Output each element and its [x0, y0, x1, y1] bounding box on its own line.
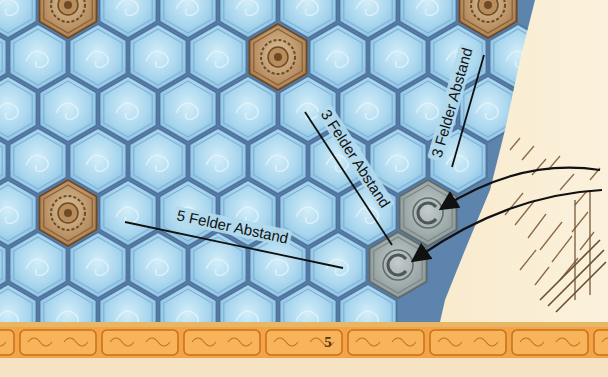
grey-hex — [399, 180, 456, 246]
bar-segment — [430, 330, 506, 355]
water-hex — [189, 24, 246, 90]
water-hex — [309, 232, 366, 298]
bar-segment — [266, 330, 342, 355]
water-hex — [99, 180, 156, 246]
bottom-edge — [0, 358, 608, 377]
bar-number: 5 — [321, 334, 335, 351]
bar-segment — [184, 330, 260, 355]
stone-hex — [39, 180, 96, 246]
bar-segment — [348, 330, 424, 355]
stone-hex — [249, 24, 306, 90]
bar-segment — [20, 330, 96, 355]
water-hex — [159, 76, 216, 142]
water-hex — [249, 128, 306, 194]
bar-segment — [594, 330, 608, 355]
water-hex — [9, 24, 66, 90]
water-hex — [189, 128, 246, 194]
water-hex — [9, 128, 66, 194]
ship-sketch — [505, 138, 606, 312]
water-hex — [129, 24, 186, 90]
water-hex — [39, 76, 96, 142]
water-hex — [309, 24, 366, 90]
bar-ornaments — [0, 330, 608, 355]
water-hex — [129, 232, 186, 298]
bar-segment — [512, 330, 588, 355]
water-hex — [129, 128, 186, 194]
water-hex — [69, 24, 126, 90]
bar-segment — [102, 330, 178, 355]
distance-lines — [125, 55, 484, 268]
water-hex — [69, 128, 126, 194]
water-hex — [69, 232, 126, 298]
pointer-arrows — [414, 168, 602, 260]
water-hex — [99, 76, 156, 142]
water-hex — [369, 24, 426, 90]
border-bar — [0, 322, 608, 362]
water-hex — [219, 76, 276, 142]
grey-hex — [369, 232, 426, 298]
bar-segment — [0, 330, 14, 355]
border-bar-inner — [0, 327, 608, 358]
water-hex — [9, 232, 66, 298]
